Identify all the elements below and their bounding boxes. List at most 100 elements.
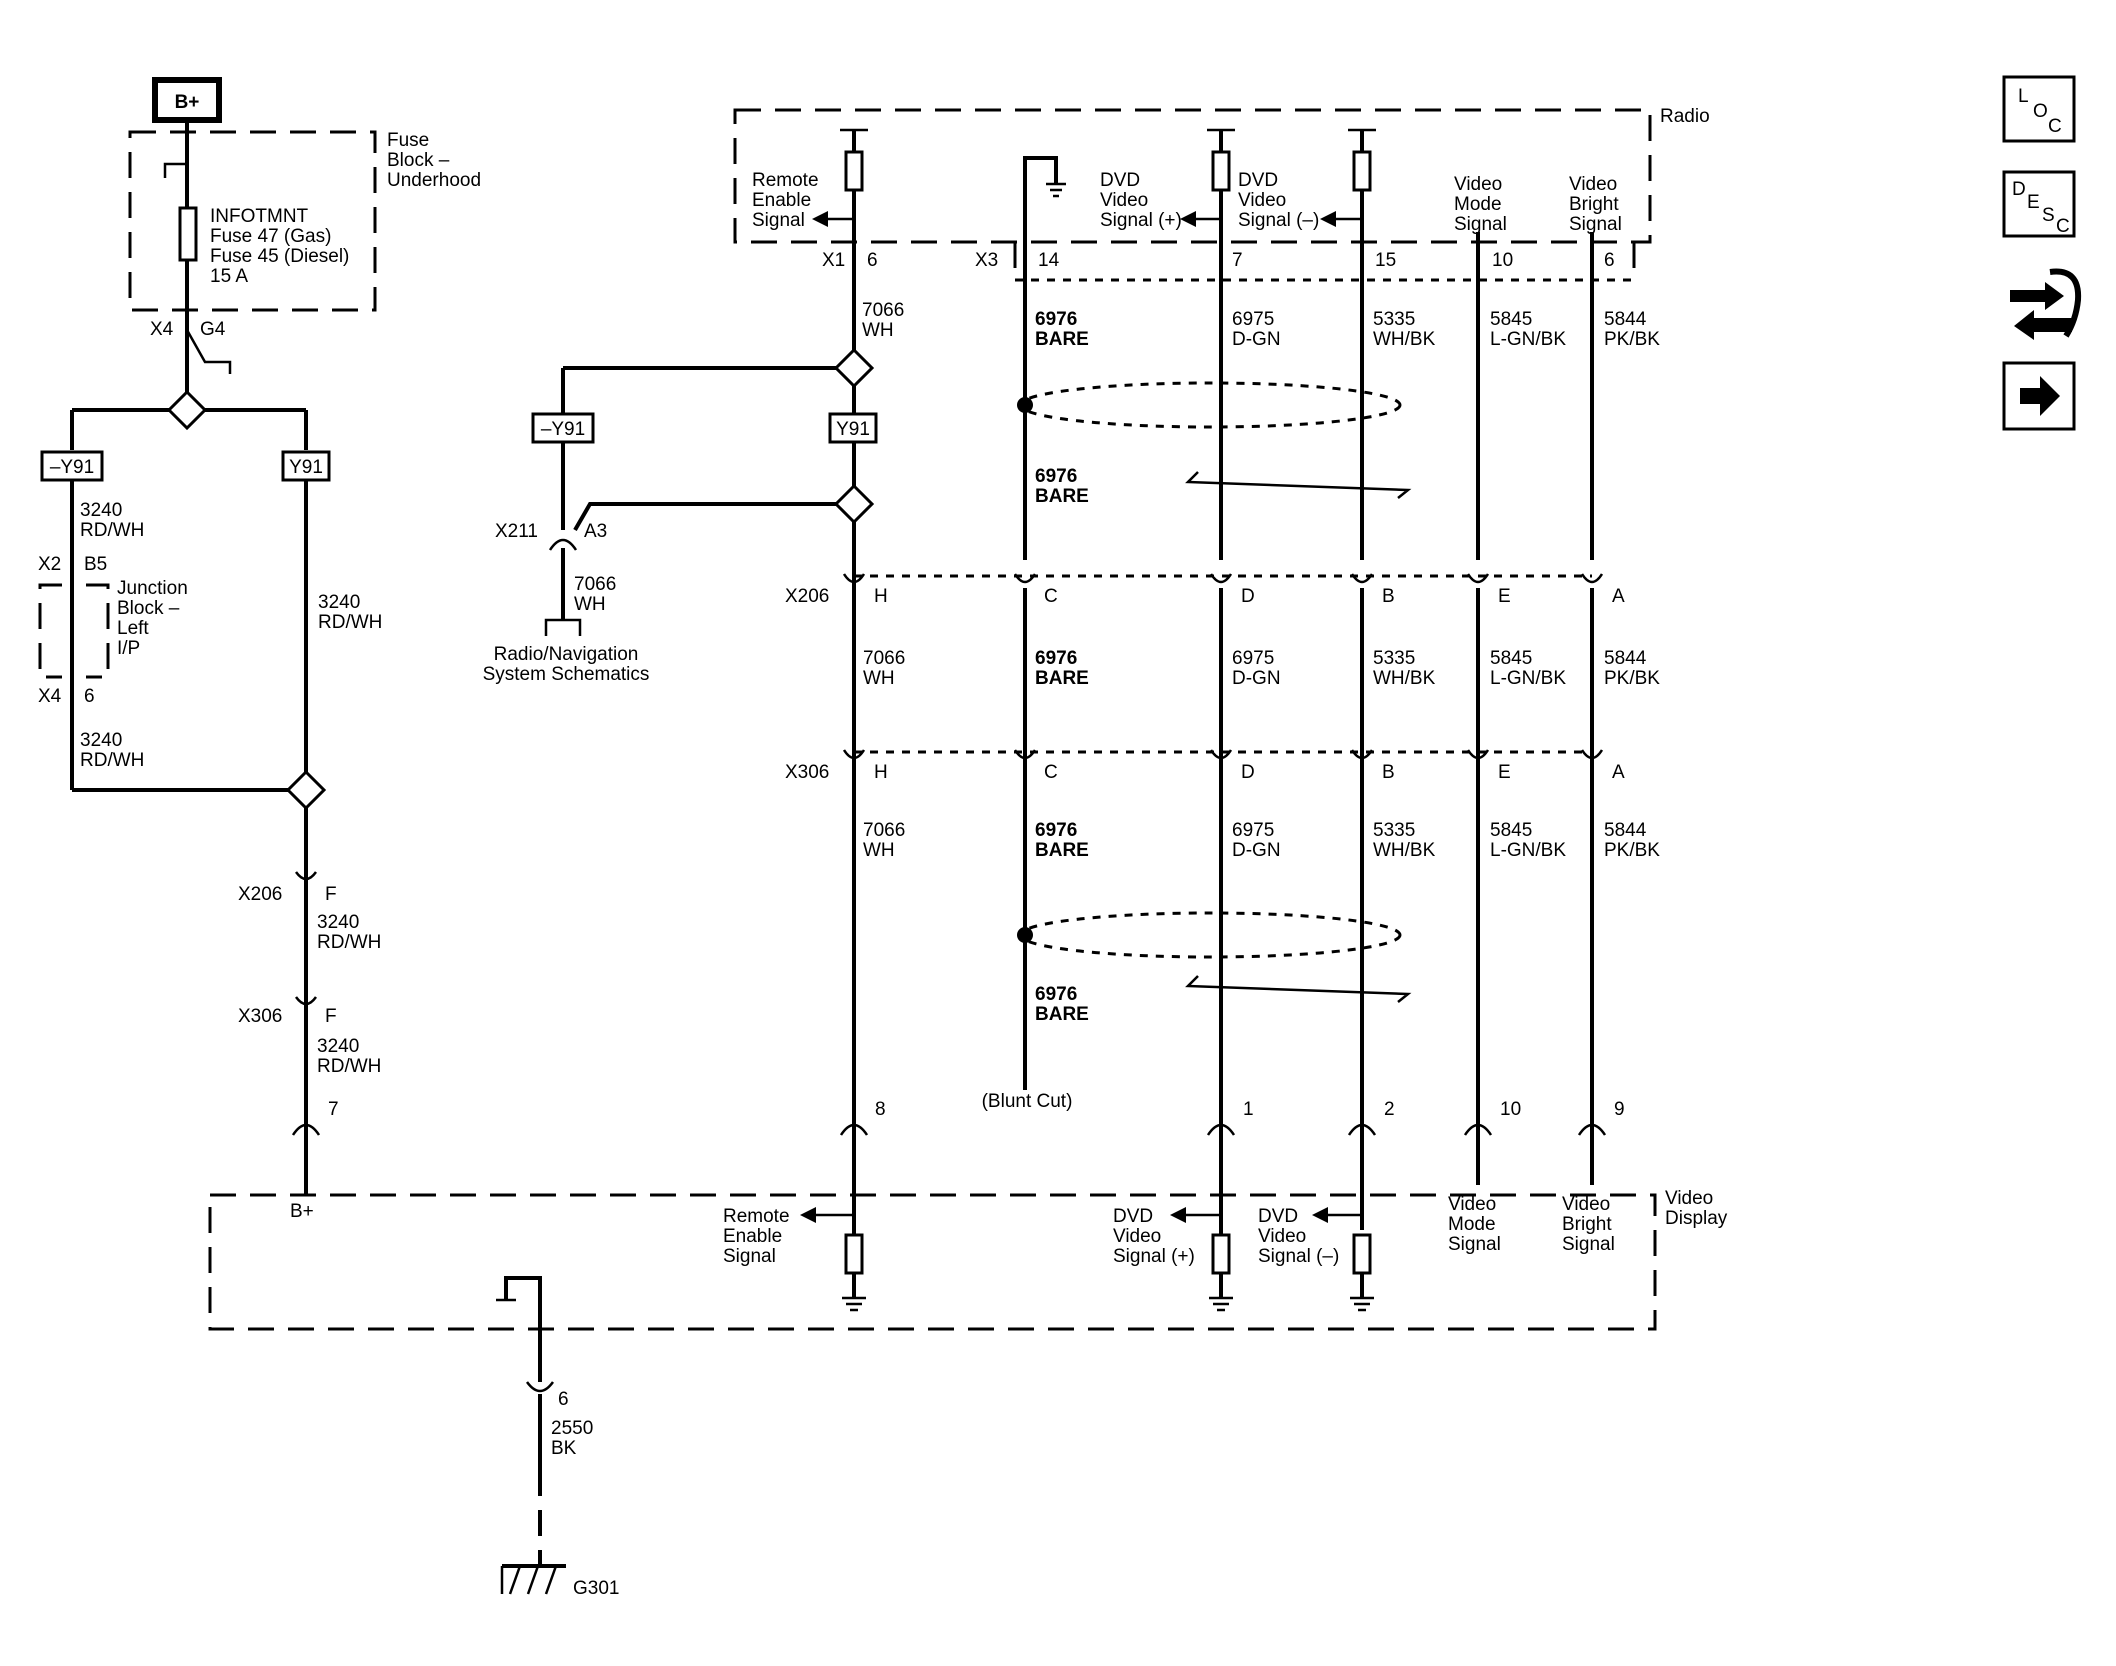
pin-label: 7 [328, 1099, 339, 1120]
svg-text:L: L [2018, 86, 2029, 107]
option-box-no-y91 [531, 412, 595, 444]
ground-pin: 6 [558, 1389, 569, 1410]
junction-block-title: Junction Block – Left I/P [117, 578, 193, 659]
pin-label: A [1612, 762, 1625, 783]
radio-pin: 7 [1232, 250, 1243, 271]
fuse-icon [178, 206, 198, 262]
video-display-connector [839, 1123, 1607, 1136]
twisted-pair-icon [1185, 471, 1412, 499]
video-display-internal-circuit [496, 1190, 1374, 1320]
shield-ellipse [1018, 381, 1402, 429]
radio-pin: 6 [1604, 250, 1615, 271]
connector-label: X306 [785, 762, 829, 783]
radio-x3: X3 [975, 250, 998, 271]
fuse-pin-label: G4 [200, 319, 226, 340]
pin-label: A [1612, 586, 1625, 607]
svg-text:C: C [2056, 216, 2070, 237]
pin-label: F [325, 1006, 337, 1027]
pin-label: D [1241, 586, 1255, 607]
connector-flow-icon[interactable] [2010, 268, 2082, 340]
ground-label: G301 [573, 1578, 619, 1599]
svg-text:S: S [2042, 205, 2055, 226]
radio-pin: 14 [1038, 250, 1060, 271]
fuse-block-underhood [128, 130, 377, 312]
pin-label: F [325, 884, 337, 905]
connector-x206 [842, 573, 1604, 584]
connector-x211 [548, 538, 578, 551]
pin-label: B [1382, 762, 1395, 783]
connector-x306-f [294, 996, 318, 1006]
fuse-clip-icon [163, 162, 187, 178]
pin-label: E [1498, 586, 1511, 607]
option-label: Y91 [836, 419, 870, 440]
svg-text:D: D [2012, 179, 2026, 200]
radio-title: Radio [1660, 106, 1710, 127]
fuse-description: INFOTMNT Fuse 47 (Gas) Fuse 45 (Diesel) … [210, 206, 355, 287]
drain-splice [1017, 397, 1033, 413]
radio-x1: X1 [822, 250, 845, 271]
pin-label: A3 [584, 521, 607, 542]
pin-label: B [1382, 586, 1395, 607]
fuse-conn-label: X4 [150, 319, 174, 340]
junction-pin: 6 [84, 686, 95, 707]
reference-arrow-icon [544, 618, 582, 636]
ground-g301-icon [500, 1564, 566, 1595]
pin-label: 10 [1500, 1099, 1521, 1120]
option-label: –Y91 [50, 457, 94, 478]
arrow-right-icon[interactable] [2002, 361, 2076, 431]
junction-conn: X2 [38, 554, 61, 575]
junction-conn: X4 [38, 686, 62, 707]
loc-button[interactable]: L O C [2002, 75, 2076, 143]
connector-x306 [842, 749, 1604, 760]
connector-label: X211 [495, 521, 538, 542]
svg-text:C: C [2048, 116, 2062, 137]
pin-label: E [1498, 762, 1511, 783]
connector-label: X206 [238, 884, 282, 905]
svg-text:O: O [2033, 101, 2048, 122]
connector-label: X306 [238, 1006, 282, 1027]
radio-module [733, 108, 1652, 244]
option-box-y91 [828, 412, 878, 444]
radio-pin: 10 [1492, 250, 1513, 271]
blunt-cut-label: (Blunt Cut) [982, 1091, 1073, 1112]
pin-label: 1 [1243, 1099, 1254, 1120]
pin-label: 9 [1614, 1099, 1625, 1120]
option-label: –Y91 [541, 419, 585, 440]
desc-button[interactable]: D E S C [2002, 170, 2076, 238]
battery-label: B+ [175, 92, 200, 113]
option-box-no-y91 [40, 450, 104, 482]
pin-label: 8 [875, 1099, 886, 1120]
splice-diamond [833, 483, 875, 525]
